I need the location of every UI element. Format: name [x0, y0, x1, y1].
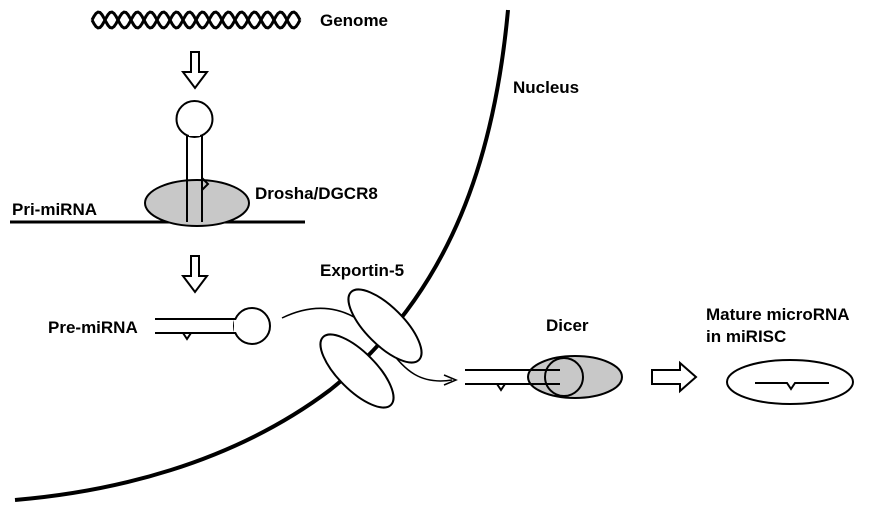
exportin-5-upper: [347, 288, 423, 364]
pri-mirna-hairpin: [175, 100, 214, 222]
down-arrow-transcription: [181, 51, 209, 90]
dicer-pre-mirna-loop: [544, 357, 584, 397]
pre-mirna-label: Pre-miRNA: [48, 318, 138, 337]
genome-label: Genome: [320, 11, 388, 30]
dicer-bound-duplex: [465, 369, 560, 392]
right-arrow-maturation: [651, 360, 698, 394]
export-arrowhead: [443, 374, 458, 386]
pri-mirna-label: Pri-miRNA: [12, 200, 97, 219]
dicer-complex: [527, 355, 623, 399]
genome-dna-helix: [90, 10, 302, 30]
down-arrow-processing: [181, 255, 209, 294]
mature-microrna-label: Mature microRNA: [706, 305, 850, 324]
in-mirisc-label: in miRISC: [706, 327, 786, 346]
dicer-label: Dicer: [546, 316, 589, 335]
nucleus-label: Nucleus: [513, 78, 579, 97]
exportin-5-lower: [319, 333, 395, 409]
mature-microrna-strand: [755, 382, 829, 391]
drosha-dgcr8-label: Drosha/DGCR8: [255, 184, 378, 203]
drosha-dgcr8-complex: [144, 179, 250, 227]
dna-strand-b: [90, 10, 302, 30]
nuclear-envelope: [14, 9, 510, 502]
mirisc-complex: [726, 359, 854, 405]
exportin-5-label: Exportin-5: [320, 261, 404, 280]
pre-mirna-hairpin: [155, 307, 271, 345]
